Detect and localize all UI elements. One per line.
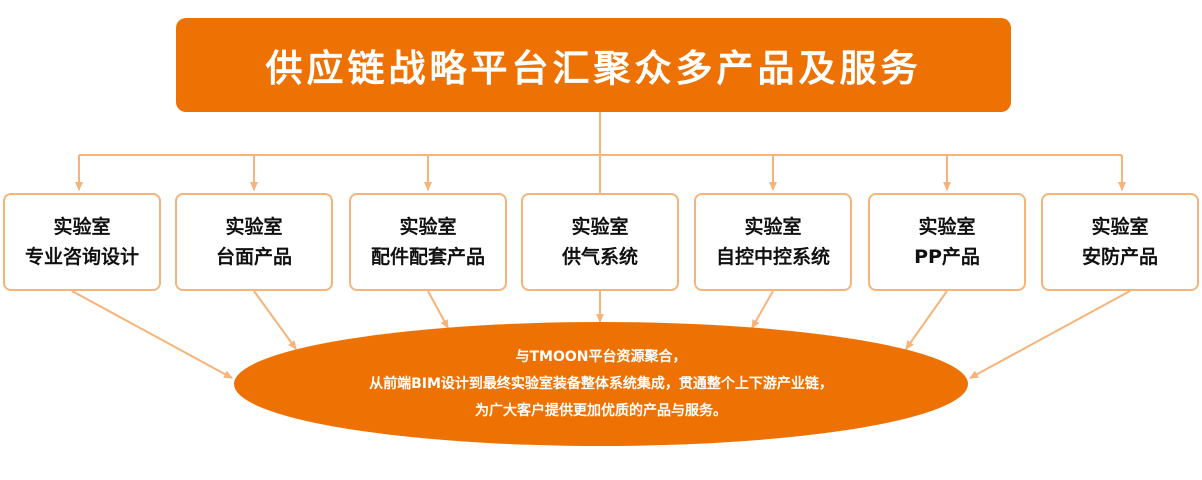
summary-ellipse: 与TMOON平台资源聚合， 从前端BIM设计到最终实验室装备整体系统集成，贯通整… [234,322,968,446]
summary-line3: 为广大客户提供更加优质的产品与服务。 [475,402,727,419]
converge-arrow-2 [253,290,297,350]
card-line2: PP产品 [914,246,980,268]
page-title: 供应链战略平台汇聚众多产品及服务 [265,47,922,90]
card-line2: 台面产品 [215,246,292,268]
card-line2: 安防产品 [1081,246,1158,268]
card-countertop: 实验室 台面产品 [175,193,333,291]
title-banner: 供应链战略平台汇聚众多产品及服务 [176,18,1011,112]
card-line2: 自控中控系统 [715,246,830,268]
card-line1: 实验室 [744,216,802,238]
card-gas-supply: 实验室 供气系统 [521,193,679,291]
card-pp-products: 实验室 PP产品 [868,193,1026,291]
converge-arrow-3 [427,290,449,329]
summary-line2: 从前端BIM设计到最终实验室装备整体系统集成，贯通整个上下游产业链， [369,375,833,392]
card-consulting-design: 实验室 专业咨询设计 [3,193,161,291]
card-line2: 配件配套产品 [370,246,485,268]
card-line1: 实验室 [571,216,629,238]
card-control-system: 实验室 自控中控系统 [694,193,852,291]
converge-arrow-6 [905,290,948,350]
card-safety-products: 实验室 安防产品 [1041,193,1199,291]
card-line1: 实验室 [53,216,111,238]
card-accessories: 实验室 配件配套产品 [349,193,507,291]
card-line1: 实验室 [918,216,976,238]
summary-line1: 与TMOON平台资源聚合， [515,348,687,365]
card-line1: 实验室 [399,216,457,238]
converge-arrow-1 [71,290,233,379]
card-line1: 实验室 [1091,216,1149,238]
converge-arrow-5 [751,290,774,329]
card-line1: 实验室 [225,216,283,238]
card-line2: 供气系统 [561,246,638,268]
converge-arrow-7 [969,290,1131,379]
card-line2: 专业咨询设计 [24,246,139,268]
